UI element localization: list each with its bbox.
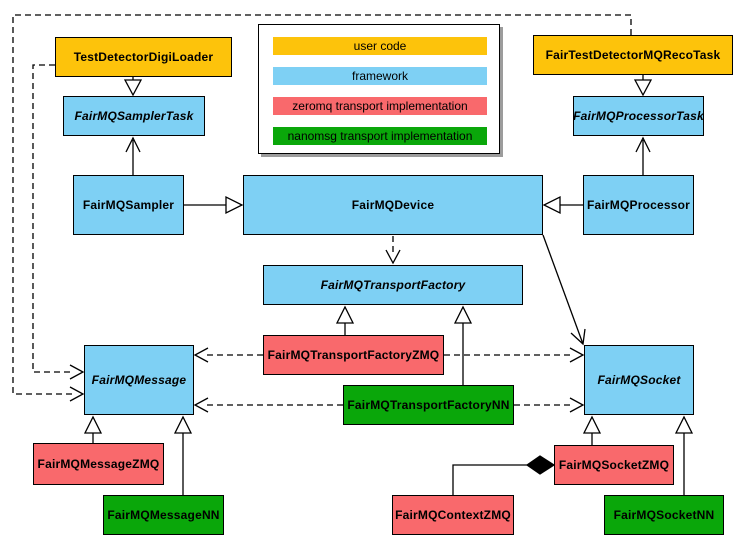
edge-digiloader-message-arrowhead [69,364,85,380]
class-box-fairmqcontextzmq: FairMQContextZMQ [392,495,514,535]
edge-recotask-message-arrowhead [69,386,85,402]
class-box-testdetectordigiloader: TestDetectorDigiLoader [55,37,232,77]
class-box-fairmqprocessor: FairMQProcessor [583,175,694,235]
legend-item-user-code: user code [273,37,487,55]
edge-messagenn-message [173,415,193,495]
class-box-fairmqprocessortask: FairMQProcessorTask [573,96,704,136]
edge-sampler-device [184,195,244,215]
edge-factorynn-transportfactory [453,305,473,385]
edge-recotask-message [12,14,632,395]
edge-factoryzmq-socket-arrowhead [569,347,585,363]
edge-sampler-samplertask [125,136,141,175]
edge-socketzmq-socket [582,415,602,445]
class-box-fairmqtransportfactory: FairMQTransportFactory [263,265,523,305]
legend-label-zeromq: zeromq transport implementation [292,99,468,113]
edge-factorynn-message-arrowhead [193,397,209,413]
edge-factoryzmq-transportfactory [335,305,355,335]
edge-digiloader-message [32,64,74,373]
legend-box: user code framework zeromq transport imp… [258,24,500,154]
edge-contextzmq-socketzmq [452,455,556,495]
legend-label-nanomsg: nanomsg transport implementation [287,129,473,143]
class-box-fairmqmessagezmq: FairMQMessageZMQ [33,443,164,485]
class-box-fairmqmessage: FairMQMessage [84,345,194,415]
class-box-fairmqsocketnn: FairMQSocketNN [604,495,724,535]
edge-device-transportfactory-arrowhead [385,249,401,265]
class-box-fairmqtransportfactoryzmq: FairMQTransportFactoryZMQ [263,335,444,375]
edge-recotask-processortask [633,75,653,97]
edge-factorynn-socket-arrowhead [569,397,585,413]
class-box-fairtestdetectormqrecotask: FairTestDetectorMQRecoTask [533,35,733,75]
edge-messagezmq-message [83,415,103,443]
class-box-fairmqsampler: FairMQSampler [73,175,184,235]
class-box-fairmqdevice: FairMQDevice [243,175,543,235]
legend-label-framework: framework [351,69,408,83]
class-box-fairmqsocket: FairMQSocket [584,345,694,415]
edge-processor-device [542,195,583,215]
class-box-fairmqsamplertask: FairMQSamplerTask [63,96,205,136]
composition-diamond-icon [525,455,556,475]
legend-item-nanomsg: nanomsg transport implementation [273,127,487,145]
edge-socketnn-socket [674,415,694,495]
edge-digiloader-samplertask [123,77,143,97]
class-box-fairmqsocketzmq: FairMQSocketZMQ [554,445,674,485]
class-box-fairmqtransportfactorynn: FairMQTransportFactoryNN [343,385,514,425]
legend-item-zeromq: zeromq transport implementation [273,97,487,115]
legend-label-user-code: user code [353,39,407,53]
edge-device-socket [542,234,586,346]
edge-processor-processortask [635,136,651,175]
legend-item-framework: framework [273,67,487,85]
class-box-fairmqmessagenn: FairMQMessageNN [103,495,224,535]
edge-factoryzmq-message-arrowhead [193,347,209,363]
